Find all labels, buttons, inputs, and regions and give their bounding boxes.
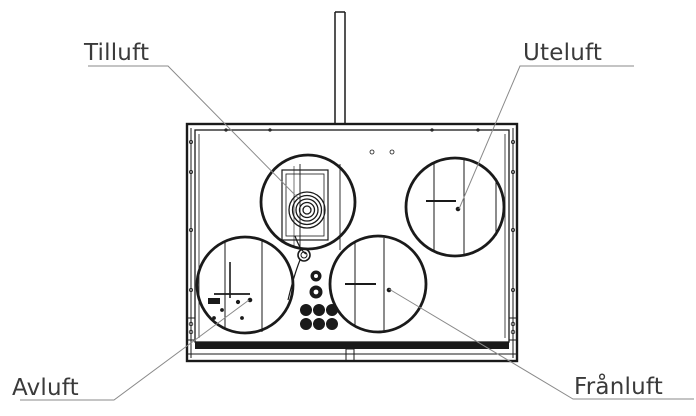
leader-lines bbox=[20, 65, 694, 401]
label-exhaust-air: Avluft bbox=[12, 375, 79, 401]
label-supply-air: Tilluft bbox=[83, 40, 149, 66]
exhaust-air-port bbox=[195, 235, 295, 335]
label-extract-air: Frånluft bbox=[574, 372, 663, 400]
label-outdoor-air: Uteluft bbox=[523, 40, 602, 66]
connector-ring bbox=[287, 248, 311, 301]
frame-holes bbox=[188, 128, 516, 335]
heater-coil bbox=[288, 191, 326, 229]
top-duct bbox=[334, 11, 346, 124]
unit-cabinet bbox=[185, 122, 519, 363]
cable-glands bbox=[300, 270, 338, 330]
supply-air-port bbox=[259, 153, 357, 255]
outdoor-air-port bbox=[404, 156, 506, 258]
extract-air-port bbox=[328, 234, 428, 334]
